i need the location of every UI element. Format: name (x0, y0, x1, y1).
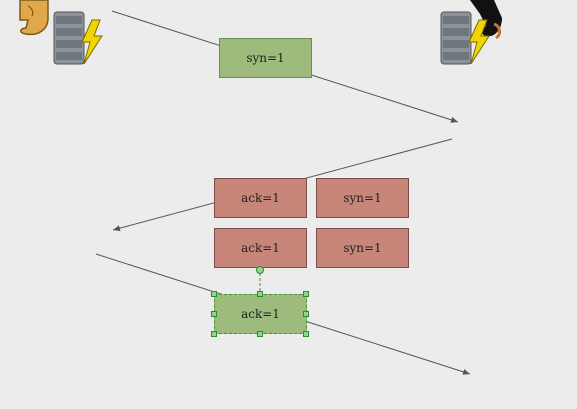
syn-box-row1[interactable]: syn=1 (316, 178, 409, 218)
syn-box-top[interactable]: syn=1 (219, 38, 312, 78)
ack-box-selected[interactable]: ack=1 (214, 294, 307, 334)
resize-handle-ne[interactable] (303, 291, 309, 297)
syn-box-top-label: syn=1 (246, 51, 285, 65)
resize-handle-sw[interactable] (211, 331, 217, 337)
resize-handle-n[interactable] (257, 291, 263, 297)
syn-box-row1-label: syn=1 (343, 191, 382, 205)
rotation-handle[interactable] (256, 266, 264, 274)
syn-box-row2-label: syn=1 (343, 241, 382, 255)
ack-box-selected-label: ack=1 (241, 307, 280, 321)
right-server-icon (440, 11, 490, 65)
ack-box-row2[interactable]: ack=1 (214, 228, 307, 268)
resize-handle-se[interactable] (303, 331, 309, 337)
resize-handle-nw[interactable] (211, 291, 217, 297)
resize-handle-w[interactable] (211, 311, 217, 317)
resize-handle-e[interactable] (303, 311, 309, 317)
ack-box-row2-label: ack=1 (241, 241, 280, 255)
left-person-icon (19, 0, 49, 36)
ack-box-row1[interactable]: ack=1 (214, 178, 307, 218)
syn-box-row2[interactable]: syn=1 (316, 228, 409, 268)
resize-handle-s[interactable] (257, 331, 263, 337)
left-server-icon (53, 11, 103, 65)
right-person-icon (470, 0, 502, 40)
ack-box-row1-label: ack=1 (241, 191, 280, 205)
